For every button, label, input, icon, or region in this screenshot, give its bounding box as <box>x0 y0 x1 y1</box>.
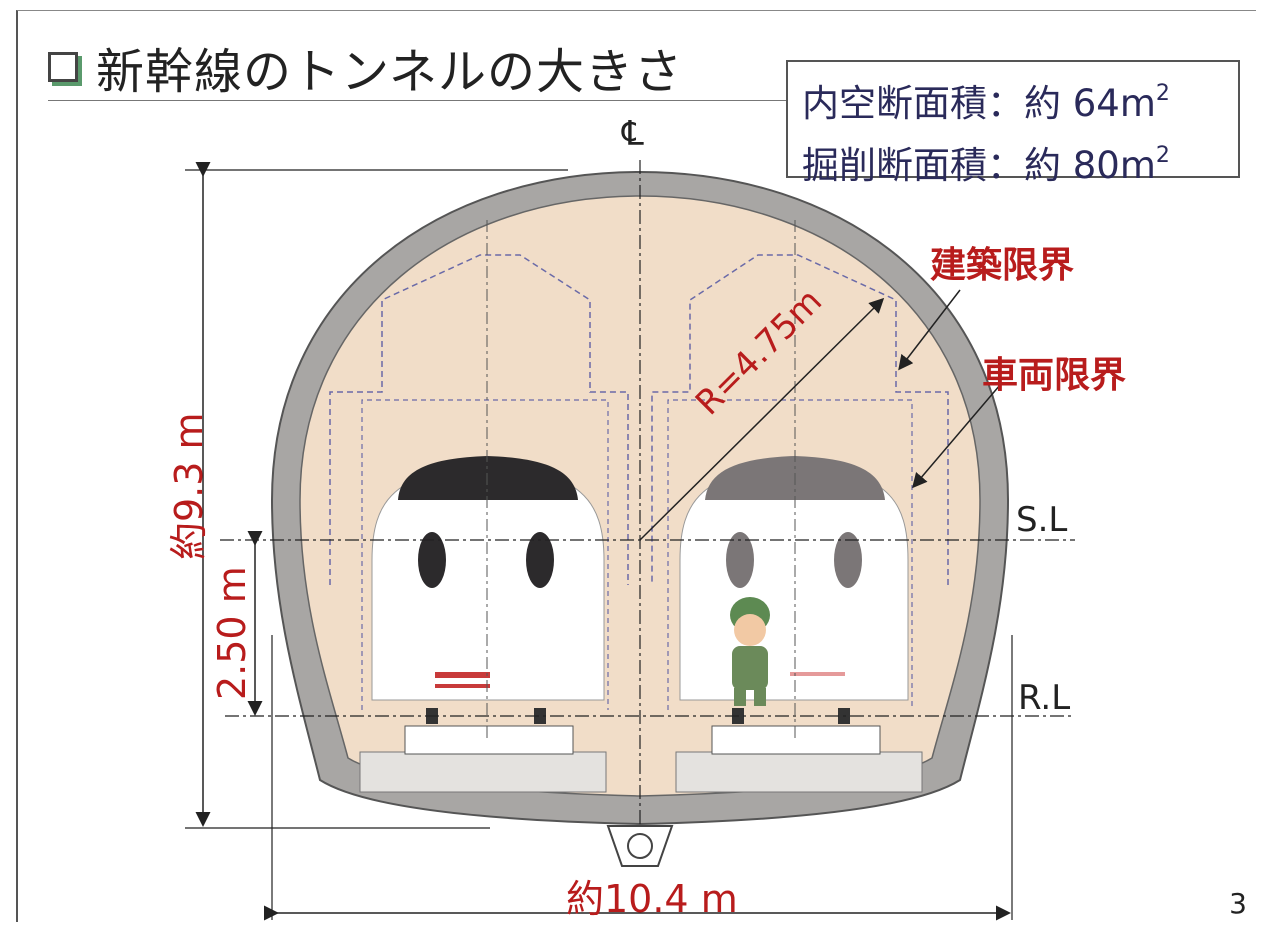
page-title: 新幹線のトンネルの大きさ <box>96 44 684 100</box>
train-front-left <box>371 456 605 701</box>
width-label: 約10.4 m <box>566 877 738 921</box>
slide-border <box>16 10 1256 922</box>
track-bed-right <box>675 751 923 793</box>
sl-label: S.L <box>1016 500 1068 540</box>
construction-gauge-label: 建築限界 <box>930 245 1075 286</box>
construction-gauge-right <box>651 254 949 585</box>
construction-gauge-left <box>329 254 629 585</box>
construction-gauge-pointer <box>898 289 961 371</box>
page-number: 3 <box>1229 887 1247 920</box>
worker-character-icon <box>730 597 770 706</box>
slab-left <box>404 725 574 755</box>
checkbox-bullet-icon <box>48 52 78 82</box>
rl-label: R.L <box>1018 678 1071 718</box>
vehicle-gauge-left <box>361 399 609 710</box>
title-area: 新幹線のトンネルの大きさ <box>48 34 683 100</box>
track-bed-left <box>359 751 607 793</box>
inner-area-exponent: 2 <box>1155 81 1170 106</box>
excavation-area-text: 掘削断面積：約 80m <box>802 144 1156 187</box>
vehicle-gauge-pointer <box>912 384 1001 489</box>
radius-line <box>639 297 885 541</box>
area-info-box: 内空断面積：約 64m2 掘削断面積：約 80m2 <box>786 60 1240 187</box>
title-underline <box>48 100 788 101</box>
inner-area-line: 内空断面積：約 64m2 <box>802 68 1224 130</box>
rail-left-2 <box>534 708 546 724</box>
drain-pipe-hole <box>627 833 653 859</box>
vehicle-gauge-label: 車両限界 <box>982 355 1127 396</box>
height-label: 約9.3 m <box>167 412 211 560</box>
slab-right <box>711 725 881 755</box>
excavation-area-line: 掘削断面積：約 80m2 <box>802 130 1224 192</box>
centerline-label: ℄ <box>622 114 644 154</box>
rail-height-label: 2.50 m <box>210 566 254 700</box>
vehicle-gauge-right <box>667 399 913 710</box>
excavation-area-exponent: 2 <box>1155 143 1170 168</box>
inner-area-text: 内空断面積：約 64m <box>802 82 1156 125</box>
train-front-right <box>679 456 909 701</box>
